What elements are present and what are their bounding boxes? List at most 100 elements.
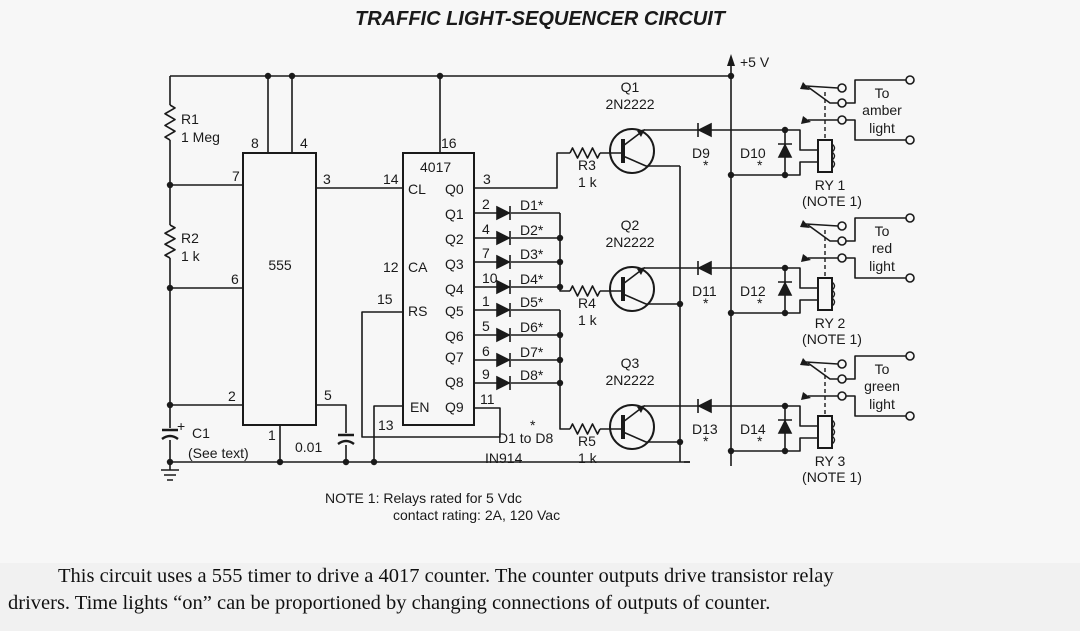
- contact-terminal: [837, 115, 847, 125]
- output-terminal: [905, 351, 915, 361]
- enable-wire: [373, 405, 403, 462]
- wire: [731, 437, 818, 452]
- junction-dot: [676, 300, 684, 308]
- switch-arm: [807, 362, 838, 380]
- junction-dot: [781, 447, 789, 455]
- junction-dot: [727, 171, 735, 179]
- contact-terminal: [837, 236, 847, 246]
- resistor-label: R3: [578, 157, 596, 173]
- pin-label: 5: [482, 318, 490, 334]
- diode-star: *: [757, 433, 763, 449]
- light-label-light: light: [869, 120, 895, 136]
- pin-name-cl: CL: [408, 181, 426, 197]
- transistor-part: 2N2222: [605, 234, 654, 250]
- pin-label: 6: [231, 271, 239, 287]
- diagram-title: TRAFFIC LIGHT-SEQUENCER CIRCUIT: [355, 8, 727, 30]
- pin-label: 2: [228, 388, 236, 404]
- pin-label: 1: [482, 293, 490, 309]
- r2-value: 1 k: [181, 248, 201, 264]
- series-diode-label: D9: [692, 145, 710, 161]
- resistor-2: [569, 423, 601, 435]
- c2-value: 0.01: [295, 439, 322, 455]
- pin-label: 9: [482, 366, 490, 382]
- series-diode-label: D11: [692, 283, 717, 299]
- supply-arrow-icon: [727, 54, 735, 66]
- diode-d6: [496, 327, 511, 343]
- light-label-color: amber: [862, 102, 902, 118]
- series-diode: [697, 122, 712, 138]
- pin-label: 4: [482, 221, 490, 237]
- transistor-label: Q2: [621, 217, 640, 233]
- diode-d2: [496, 230, 511, 246]
- contact-terminal: [837, 83, 847, 93]
- contact-terminal: [837, 98, 847, 108]
- junction-dot: [781, 309, 789, 317]
- diode-label-d8: D8*: [520, 367, 544, 383]
- wire: [622, 155, 680, 167]
- c1-note: (See text): [188, 445, 249, 461]
- transistor-1: [609, 128, 655, 174]
- diode-d3: [496, 254, 511, 270]
- switch-arm: [807, 224, 838, 242]
- pin-label: 15: [377, 291, 393, 307]
- switch-pivot-icon: [800, 220, 810, 228]
- light-label-to: To: [875, 85, 890, 101]
- supply-voltage-label: +5 V: [740, 54, 770, 70]
- junction-dot: [727, 309, 735, 317]
- light-wire: [846, 217, 906, 242]
- transistor-2: [609, 266, 655, 312]
- r1-label: R1: [181, 111, 199, 127]
- relay-coil-icon: [817, 415, 833, 449]
- diode-star: *: [703, 157, 709, 173]
- transistor-3: [609, 404, 655, 450]
- junction-dot: [727, 447, 735, 455]
- wire: [622, 293, 680, 305]
- output-terminal: [905, 75, 915, 85]
- output-label-q2: Q2: [445, 231, 464, 247]
- ic-4017-label: 4017: [420, 159, 451, 175]
- wire: [316, 404, 347, 433]
- light-label-light: light: [869, 258, 895, 274]
- diode-label-d3: D3*: [520, 246, 544, 262]
- pin-label: 10: [482, 270, 498, 286]
- junction-dot: [781, 171, 789, 179]
- junction-dot: [727, 72, 735, 80]
- relay-note: (NOTE 1): [802, 469, 862, 485]
- r2-label: R2: [181, 230, 199, 246]
- resistor-label: R5: [578, 433, 596, 449]
- wire: [731, 161, 818, 176]
- contact-terminal: [837, 359, 847, 369]
- transistor-label: Q3: [621, 355, 640, 371]
- switch-arm: [805, 85, 839, 89]
- transistor-part: 2N2222: [605, 96, 654, 112]
- clamp-diode-label: D12: [740, 283, 766, 299]
- resistor-value: 1 k: [578, 174, 598, 190]
- resistor-1: [569, 285, 601, 297]
- r2-resistor: [164, 224, 176, 259]
- diode-star: *: [703, 295, 709, 311]
- ic-4017-body: [402, 152, 475, 426]
- output-label-q8: Q8: [445, 374, 464, 390]
- resistor-label: R4: [578, 295, 596, 311]
- pin-label: 16: [441, 135, 457, 151]
- clamp-diode-label: D14: [740, 421, 766, 437]
- output-terminal: [905, 273, 915, 283]
- diode-star: *: [703, 433, 709, 449]
- output-label-q4: Q4: [445, 281, 464, 297]
- wire: [622, 431, 680, 443]
- c1-label: C1: [192, 425, 210, 441]
- pin-label: 4: [300, 135, 308, 151]
- pin-label: 14: [383, 171, 399, 187]
- contact-terminal: [837, 221, 847, 231]
- wire: [711, 129, 818, 151]
- clamp-diode-label: D10: [740, 145, 766, 161]
- pin-label: 8: [251, 135, 259, 151]
- diode-label-d1: D1*: [520, 197, 544, 213]
- diode-d4: [496, 279, 511, 295]
- emitter-arrow-icon: [637, 405, 645, 413]
- transistor-part: 2N2222: [605, 372, 654, 388]
- contact-terminal: [837, 374, 847, 384]
- diode-label-d4: D4*: [520, 271, 544, 287]
- junction-dot: [676, 438, 684, 446]
